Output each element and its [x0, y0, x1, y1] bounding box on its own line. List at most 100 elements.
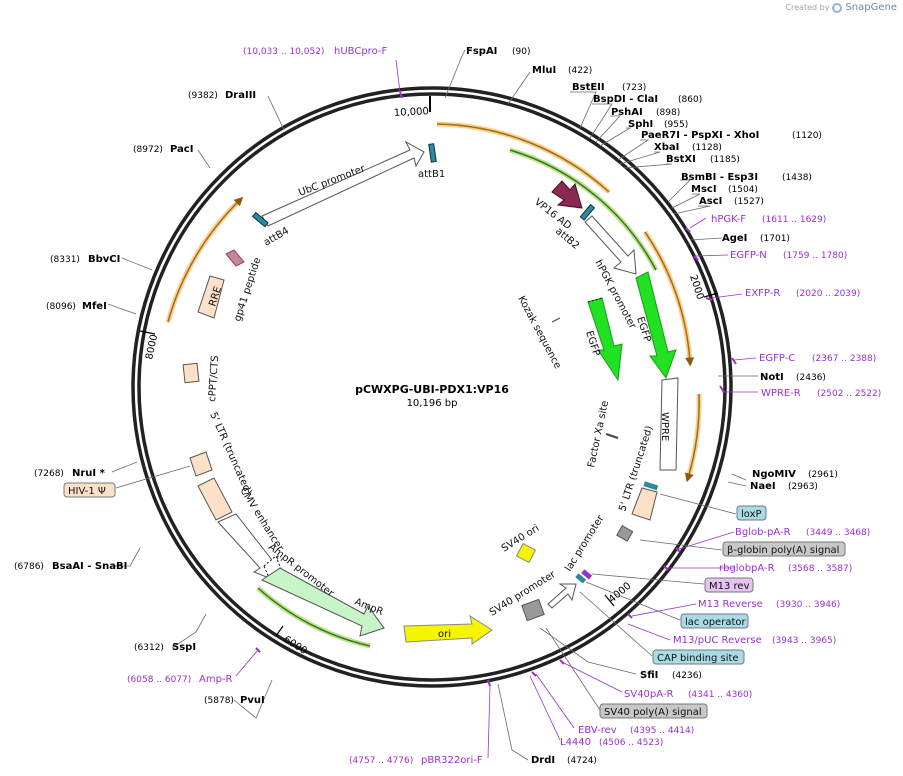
site-paer7i-pspxi-xhoi: PaeR7I - PspXI - XhoI [641, 130, 759, 141]
vp16-ad-arrow [551, 180, 583, 209]
primer-leaders [235, 59, 758, 759]
svg-text:(1611 .. 1629): (1611 .. 1629) [762, 215, 826, 225]
site-agei: AgeI [722, 233, 747, 244]
svg-text:(3568 .. 3587): (3568 .. 3587) [788, 564, 852, 574]
lac-promoter-label: lac promoter [563, 513, 607, 574]
site-bbvci: BbvCI [88, 254, 120, 265]
svg-text:(6312): (6312) [134, 643, 164, 653]
svg-text:(1438): (1438) [782, 173, 812, 183]
site-pvui: PvuI [240, 695, 265, 706]
gp41-marker [225, 249, 245, 267]
backbone-inner [137, 92, 727, 682]
lac-operator-label: lac operator [685, 617, 746, 628]
hiv1-psi-label: HIV-1 Ψ [68, 486, 106, 497]
svg-text:(10,033 .. 10,052): (10,033 .. 10,052) [243, 47, 324, 57]
cppt-box [182, 362, 200, 384]
sv40-pa-box [599, 703, 708, 719]
attb2-marker [579, 203, 596, 221]
m13-rev-label: M13 rev [709, 581, 750, 592]
site-bsteii: BstEII [572, 82, 605, 93]
m13-rev-marker [581, 569, 593, 580]
orange-arc-4 [167, 196, 244, 323]
sv40-ori-box [515, 542, 537, 564]
svg-text:(5878): (5878) [204, 696, 234, 706]
svg-text:(3449 .. 3468): (3449 .. 3468) [806, 528, 870, 538]
primer-pbr322ori-f: pBR322ori-F [421, 755, 483, 766]
site-bstxi: BstXI [666, 154, 696, 165]
tick-8000-line [139, 330, 156, 335]
wpre-box [659, 377, 679, 471]
svg-text:(2961): (2961) [808, 470, 838, 480]
kozak-marker [551, 317, 561, 323]
site-labels: FspAI(90) MluI(422) BstEII(723) BspDI - … [14, 46, 838, 766]
cap-binding-label: CAP binding site [657, 653, 739, 664]
hiv1-psi-box [63, 482, 116, 498]
svg-text:(90): (90) [512, 47, 530, 57]
svg-text:(7268): (7268) [34, 469, 64, 479]
cap-binding-box [652, 649, 745, 665]
loxp-box [736, 505, 767, 521]
attb4-marker [251, 211, 269, 228]
site-mlui: MluI [532, 65, 556, 76]
site-pshai: PshAI [611, 107, 643, 118]
primer-rbglobpa-r: rbglobpA-R [719, 563, 775, 574]
lac-operator-marker [575, 573, 587, 584]
lac-operator-box [680, 613, 749, 629]
tick-4000-line [604, 594, 615, 607]
primer-amp-r: Amp-R [199, 674, 233, 685]
svg-text:(4341 .. 4360): (4341 .. 4360) [688, 690, 752, 700]
svg-text:(6058 .. 6077): (6058 .. 6077) [127, 675, 191, 685]
ampr-arrow [260, 567, 385, 637]
factor-xa-marker [605, 433, 619, 439]
beta-globin-pa-label: β-globin poly(A) signal [727, 545, 839, 556]
svg-text:(4757 .. 4776): (4757 .. 4776) [349, 756, 413, 766]
lac-promoter-arrow [547, 583, 577, 609]
primer-hubcpro-f: hUBCpro-F [334, 46, 387, 57]
ltr5-small-box [189, 451, 213, 477]
svg-text:(8331): (8331) [50, 255, 80, 265]
attb4-label: attB4 [262, 225, 291, 248]
primer-sv40pa-r: SV40pA-R [624, 689, 673, 700]
egfp-inner-dash [587, 297, 603, 303]
site-bsmbi-esp3i: BsmBI - Esp3I [681, 172, 758, 183]
primer-egfp-c: EGFP-C [759, 353, 795, 364]
site-sfii: SfiI [640, 670, 658, 681]
svg-text:(422): (422) [568, 66, 592, 76]
ltr3-box [631, 487, 658, 521]
primer-labels: (10,033 .. 10,052)hUBCpro-F hPGK-F(1611 … [127, 46, 881, 766]
orange-arc-3 [684, 393, 700, 483]
sv40-pa-label: SV40 poly(A) signal [604, 707, 702, 718]
svg-text:(4724): (4724) [567, 756, 597, 766]
primer-exfp-r: EXFP-R [745, 288, 780, 299]
attb1-marker [428, 143, 437, 163]
kozak-label: Kozak sequence [515, 294, 563, 370]
svg-text:(4395 .. 4414): (4395 .. 4414) [630, 726, 694, 736]
site-asci: AscI [699, 196, 722, 207]
gp41-label: gp41 peptide [232, 256, 263, 323]
ubc-promoter-arrow [261, 140, 425, 227]
boxed-feature-labels: loxP β-globin poly(A) signal M13 rev lac… [63, 465, 846, 719]
svg-text:(2436): (2436) [796, 373, 826, 383]
svg-text:(2502 .. 2522): (2502 .. 2522) [817, 389, 881, 399]
svg-text:(8972): (8972) [133, 145, 163, 155]
svg-text:(955): (955) [664, 120, 688, 130]
tick-10000: 10,000 [394, 106, 430, 119]
site-mfei: MfeI [82, 301, 107, 312]
svg-text:(898): (898) [656, 108, 680, 118]
cppt-label: cPPT/CTS [207, 355, 221, 402]
sv40-promoter-label: SV40 promoter [488, 569, 559, 619]
wpre-label: WPRE [659, 412, 670, 441]
rre-box [197, 275, 225, 319]
egfp-outer-arrow [635, 271, 677, 380]
site-leaders [107, 49, 758, 761]
ori-label: ori [438, 629, 451, 640]
svg-text:(723): (723) [622, 83, 646, 93]
svg-text:(4506 .. 4523): (4506 .. 4523) [599, 738, 663, 748]
site-bspdi-clai: BspDI - ClaI [593, 94, 658, 105]
primer-ebv-rev: EBV-rev [578, 725, 617, 736]
primer-egfp-n: EGFP-N [730, 250, 767, 261]
svg-text:(1128): (1128) [692, 143, 722, 153]
backbone-outer [131, 86, 733, 688]
svg-text:(3943 .. 3965): (3943 .. 3965) [772, 636, 836, 646]
svg-text:(1185): (1185) [710, 155, 740, 165]
